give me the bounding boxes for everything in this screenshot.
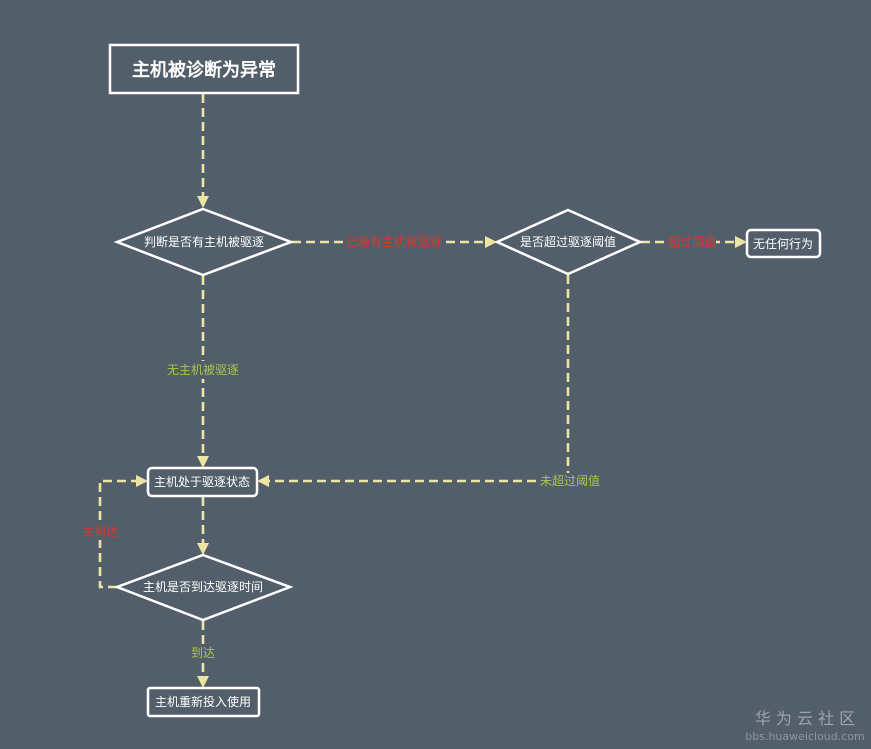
node-evicting-state-label: 主机处于驱逐状态 bbox=[154, 475, 250, 489]
node-reuse-label: 主机重新投入使用 bbox=[155, 694, 251, 709]
decision-evicted: 判断是否有主机被驱逐 bbox=[113, 207, 295, 277]
label-none-evicted: 无主机被驱逐 bbox=[166, 361, 240, 379]
label-over-threshold-text: 超过阈值 bbox=[668, 234, 716, 249]
node-no-action: 无任何行为 bbox=[745, 228, 822, 259]
label-none-evicted-text: 无主机被驱逐 bbox=[167, 363, 239, 377]
decision-evicted-label: 判断是否有主机被驱逐 bbox=[144, 234, 264, 249]
edge-evicting-state-to-decision-time bbox=[197, 497, 209, 555]
label-under-threshold-text: 未超过阈值 bbox=[540, 473, 600, 488]
label-already-evicted: 已经有主机被驱逐 bbox=[346, 234, 442, 250]
edge-decision-evicted-to-threshold bbox=[292, 236, 497, 248]
label-under-threshold: 未超过阈值 bbox=[539, 473, 601, 489]
node-reuse: 主机重新投入使用 bbox=[146, 686, 261, 718]
node-no-action-label: 无任何行为 bbox=[753, 237, 813, 251]
decision-threshold-label: 是否超过驱逐阈值 bbox=[520, 234, 616, 249]
node-start-label: 主机被诊断为异常 bbox=[132, 59, 276, 81]
label-not-reached: 未到达 bbox=[81, 524, 119, 540]
watermark-brand: 华 为 云 社 区 bbox=[755, 709, 855, 728]
node-start: 主机被诊断为异常 bbox=[108, 43, 300, 95]
edge-start-to-decision-evicted bbox=[197, 94, 209, 208]
decision-time: 主机是否到达驱逐时间 bbox=[113, 553, 294, 622]
node-evicting-state: 主机处于驱逐状态 bbox=[146, 466, 259, 498]
label-over-threshold: 超过阈值 bbox=[668, 234, 716, 250]
watermark-url: bbs.huaweicloud.com bbox=[745, 730, 864, 743]
edge-threshold-to-evicting-state bbox=[257, 275, 570, 487]
decision-time-label: 主机是否到达驱逐时间 bbox=[143, 580, 263, 594]
label-reached: 到达 bbox=[189, 645, 217, 661]
label-not-reached-text: 未到达 bbox=[82, 525, 118, 539]
label-reached-text: 到达 bbox=[191, 646, 215, 660]
label-already-evicted-text: 已经有主机被驱逐 bbox=[346, 235, 442, 249]
decision-threshold: 是否超过驱逐阈值 bbox=[493, 208, 644, 276]
watermark: 华 为 云 社 区 bbs.huaweicloud.com bbox=[745, 709, 864, 743]
